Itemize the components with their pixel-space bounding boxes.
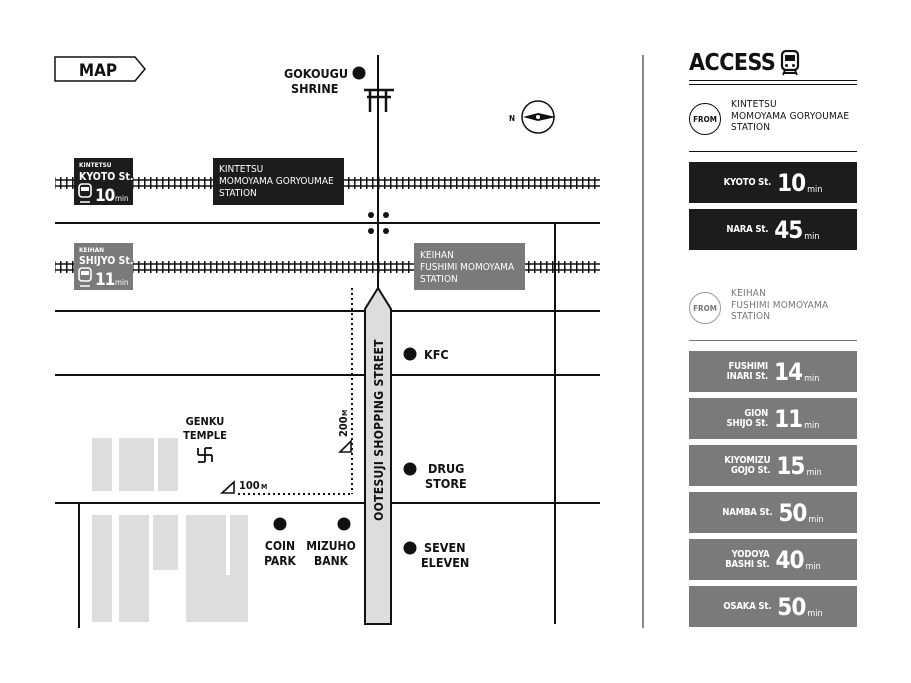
keihan-shijyo-badge: KEIHAN SHIJYO St. 11 min: [74, 243, 133, 290]
svg-text:STORE: STORE: [425, 476, 467, 491]
svg-text:FUSHIMI MOMOYAMA: FUSHIMI MOMOYAMA: [420, 262, 515, 273]
svg-text:SHIJYO St.: SHIJYO St.: [79, 255, 133, 267]
access-title: ACCESS: [689, 50, 776, 76]
map-title: MAP: [79, 61, 117, 81]
from-keihan-rule: [689, 340, 857, 341]
svg-text:STATION: STATION: [420, 274, 458, 285]
temple-icon: [197, 447, 213, 463]
svg-text:ELEVEN: ELEVEN: [421, 555, 469, 570]
shrine-marker: [352, 66, 366, 80]
kintetsu-kyoto-badge: KINTETSU KYOTO St. 10 min: [74, 158, 133, 206]
shopping-street: OOTESUJI SHOPPING STREET: [364, 286, 392, 625]
torii-icon: [364, 88, 394, 112]
svg-text:M: M: [261, 483, 267, 491]
distance-200m: 200 M: [337, 410, 352, 453]
from-kintetsu: FROM KINTETSU MOMOYAMA GORYOUMAE STATION: [689, 99, 857, 141]
compass-icon: N: [509, 100, 556, 134]
from-keihan: FROM KEIHAN FUSHIMI MOMOYAMA STATION: [689, 288, 857, 330]
svg-text:COIN: COIN: [265, 539, 295, 553]
svg-text:M: M: [341, 410, 349, 416]
shrine-label-1: GOKOUGU: [284, 66, 348, 81]
map-label: MAP: [54, 56, 146, 82]
crossing-marker-icon: [368, 212, 389, 234]
from-badge: FROM: [689, 292, 721, 324]
svg-text:KINTETSU: KINTETSU: [79, 161, 112, 169]
svg-text:11: 11: [95, 270, 115, 290]
kintetsu-station-label: KINTETSU MOMOYAMA GORYOUMAE STATION: [213, 158, 344, 205]
train-icon: [780, 50, 800, 76]
svg-text:KEIHAN: KEIHAN: [79, 246, 104, 254]
from-kintetsu-station: KINTETSU MOMOYAMA GORYOUMAE STATION: [731, 99, 850, 133]
svg-text:KFC: KFC: [424, 347, 449, 362]
svg-text:KYOTO St.: KYOTO St.: [79, 171, 133, 183]
svg-text:MOMOYAMA GORYOUMAE: MOMOYAMA GORYOUMAE: [219, 176, 334, 187]
temple-label-1: GENKU: [186, 415, 225, 428]
access-header: ACCESS: [689, 48, 857, 80]
svg-text:min: min: [115, 278, 129, 287]
access-panel: ACCESS FROM KINTETSU MOMOYAMA GORYOUMAE …: [689, 48, 857, 627]
temple-label-2: TEMPLE: [183, 429, 227, 442]
shrine-label-2: SHRINE: [291, 81, 338, 96]
poi-coin-park: COIN PARK: [264, 517, 297, 568]
from-kintetsu-rule: [689, 151, 857, 152]
svg-text:200: 200: [337, 416, 350, 437]
svg-text:PARK: PARK: [264, 554, 296, 568]
poi-seven-eleven: SEVEN ELEVEN: [403, 540, 469, 570]
svg-text:SEVEN: SEVEN: [424, 540, 466, 555]
poi-drug-store: DRUG STORE: [403, 461, 467, 491]
train-icon: [78, 183, 92, 203]
access-header-rule: [689, 80, 857, 85]
keihan-station-label: KEIHAN FUSHIMI MOMOYAMA STATION: [414, 243, 525, 290]
street-name: OOTESUJI SHOPPING STREET: [372, 339, 386, 521]
roads: [55, 55, 600, 628]
svg-text:BANK: BANK: [314, 554, 349, 568]
svg-text:DRUG: DRUG: [428, 461, 464, 476]
buildings: [92, 438, 248, 622]
svg-text:min: min: [115, 194, 129, 203]
svg-text:MIZUHO: MIZUHO: [306, 539, 356, 553]
from-badge: FROM: [689, 103, 721, 135]
walking-route: [238, 288, 353, 495]
poi-mizuho-bank: MIZUHO BANK: [306, 517, 356, 568]
svg-text:100: 100: [239, 479, 260, 492]
distance-100m: 100 M: [219, 479, 267, 494]
train-icon: [78, 267, 92, 287]
svg-text:KEIHAN: KEIHAN: [420, 250, 454, 261]
from-keihan-station: KEIHAN FUSHIMI MOMOYAMA STATION: [731, 288, 829, 322]
svg-text:10: 10: [95, 186, 115, 206]
svg-text:KINTETSU: KINTETSU: [219, 164, 263, 175]
poi-kfc: KFC: [403, 347, 449, 362]
svg-text:STATION: STATION: [219, 188, 257, 199]
compass-north: N: [509, 114, 515, 123]
